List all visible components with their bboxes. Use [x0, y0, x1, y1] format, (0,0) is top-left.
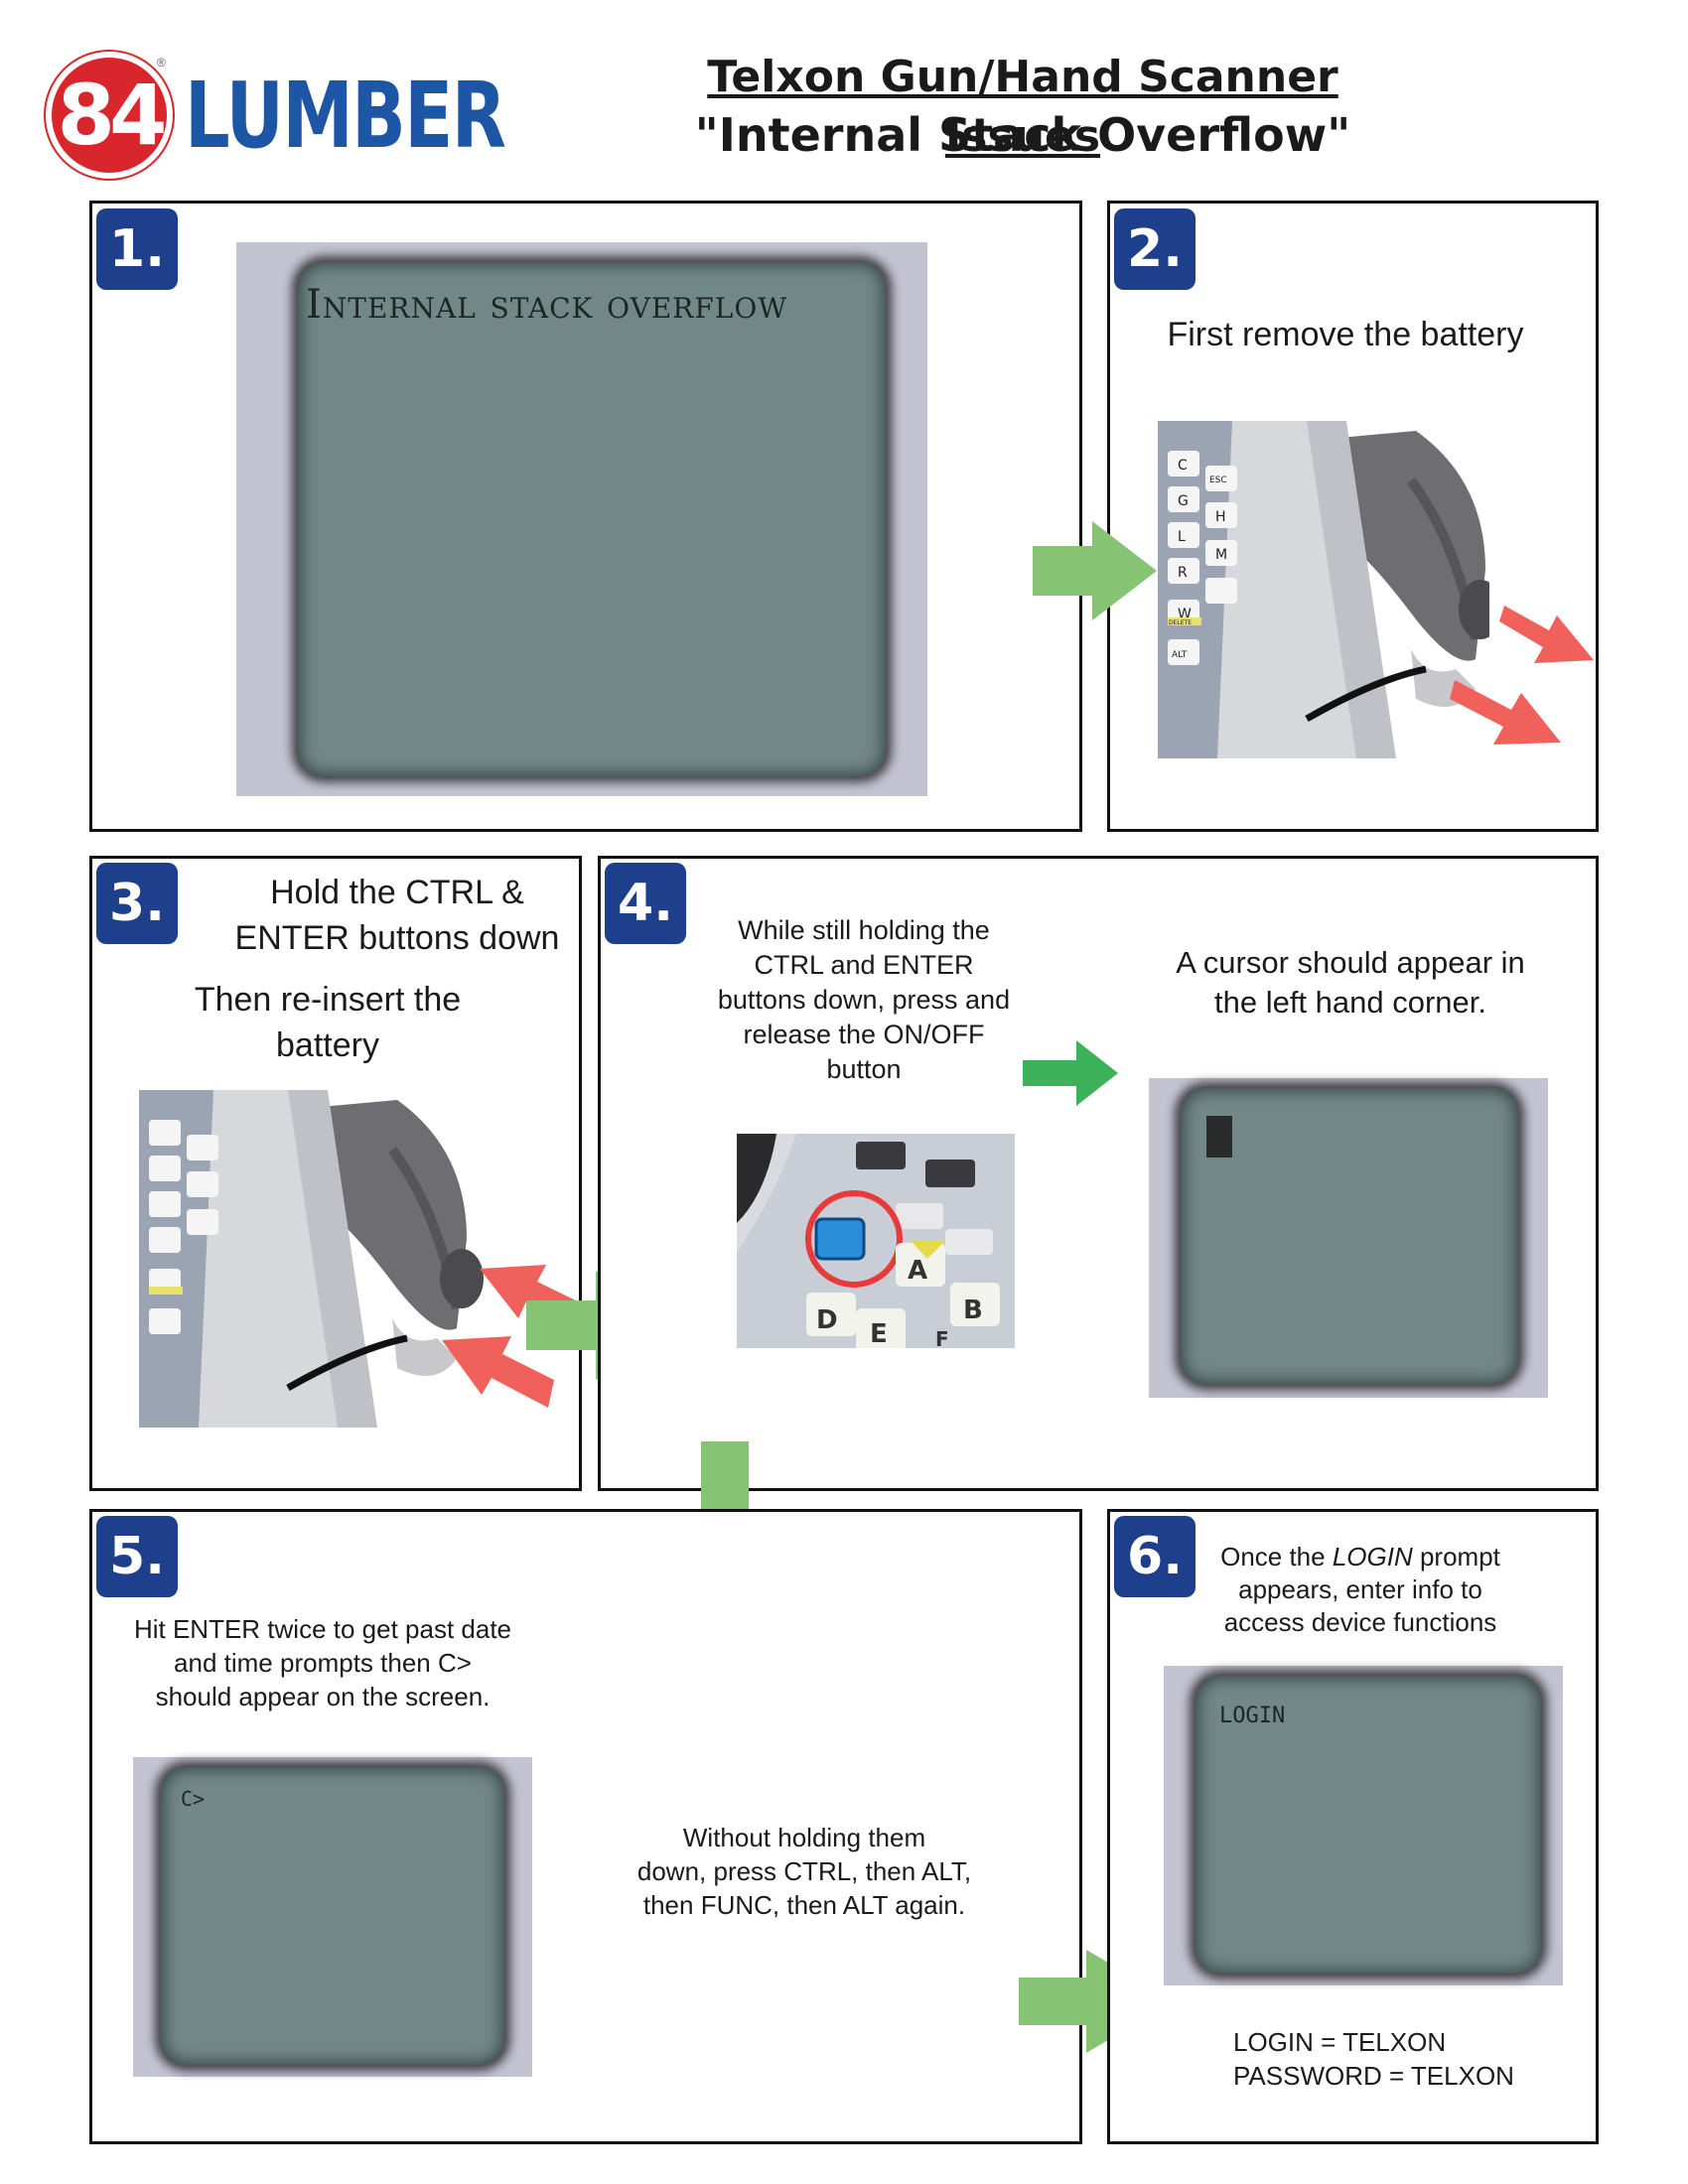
step-2-keypad: C G L R W ESC H M DELETE ALT	[1168, 451, 1237, 665]
step-3-badge: 3.	[96, 863, 178, 944]
credentials: LOGIN = TELXON PASSWORD = TELXON	[1233, 2025, 1561, 2093]
step-3-instruction-line-2: ENTER buttons down	[234, 919, 560, 957]
step-4-instruction-line: While still holding the	[738, 915, 990, 945]
step-1-screen-text: Internal stack overflow	[306, 282, 788, 328]
key-label: R	[1178, 565, 1188, 581]
step-6-screen-text: LOGIN	[1219, 1704, 1286, 1728]
step-4-instruction-line: CTRL and ENTER	[754, 950, 974, 980]
logo-registered-mark: ®	[157, 56, 166, 69]
arrow-up-left-icon	[442, 1336, 554, 1408]
step-5-instruction: Hit ENTER twice to get past date and tim…	[129, 1612, 516, 1713]
step-6-screen-photo: LOGIN	[1164, 1666, 1563, 1985]
key-label: E	[870, 1319, 888, 1348]
step-5-next-instruction: Without holding them down, press CTRL, t…	[616, 1821, 993, 1922]
step-4-result-text: A cursor should appear in the left hand …	[1142, 943, 1559, 1023]
key-label: F	[935, 1327, 949, 1348]
step-1-screen-photo: Internal stack overflow	[236, 242, 927, 796]
step-6-instruction-line-1: Once the LOGIN prompt	[1220, 1542, 1500, 1571]
step-2-instruction: First remove the battery	[1167, 316, 1524, 353]
step-6-instruction: Once the LOGIN prompt appears, enter inf…	[1201, 1541, 1519, 1639]
step-6-instruction-line: appears, enter info to	[1238, 1574, 1482, 1604]
step-2-device-photo: C G L R W ESC H M DELETE ALT	[1158, 421, 1489, 758]
step-6-instruction-line: access device functions	[1223, 1607, 1497, 1637]
key-label: C	[1178, 458, 1188, 474]
arrow-down-right-icon	[1450, 680, 1561, 745]
step-4-instruction-line: button	[826, 1054, 902, 1084]
password-credential: PASSWORD = TELXON	[1233, 2061, 1514, 2091]
step-4-result-line: A cursor should appear in	[1176, 945, 1525, 980]
login-credential: LOGIN = TELXON	[1233, 2027, 1447, 2057]
key-label: B	[963, 1296, 983, 1325]
logo-badge: 84	[46, 52, 173, 179]
step-5-next-line: then FUNC, then ALT again.	[642, 1890, 966, 1920]
key-label: G	[1178, 493, 1189, 509]
step-5-screen-text: C>	[181, 1787, 206, 1811]
step-3-device-photo	[139, 1090, 487, 1428]
step-4-instruction-line: release the ON/OFF	[743, 1020, 985, 1049]
step-1-badge: 1.	[96, 208, 178, 290]
step-6-badge: 6.	[1114, 1516, 1196, 1597]
step-5-next-line: down, press CTRL, then ALT,	[636, 1856, 972, 1886]
step-3-instruction-line-1: Hold the CTRL &	[270, 874, 524, 911]
step-5-screen-photo: C>	[133, 1757, 532, 2077]
page-title: Telxon Gun/Hand Scanner Issues	[707, 52, 1338, 162]
step-2-badge: 2.	[1114, 208, 1196, 290]
login-emphasis: LOGIN	[1332, 1542, 1413, 1571]
key-label: M	[1215, 547, 1227, 563]
key-label: L	[1178, 529, 1186, 545]
step-4-keypad-photo: A B D E F	[737, 1134, 1015, 1348]
arrow-right-icon	[1019, 1950, 1174, 2053]
cursor-block	[1206, 1116, 1232, 1158]
logo-wordmark: LUMBER	[185, 63, 506, 169]
step-4-instruction: While still holding the CTRL and ENTER b…	[695, 913, 1033, 1087]
step-3-instruction-line-3: Then re-insert the	[194, 981, 462, 1019]
step-5-instruction-line: should appear on the screen.	[155, 1682, 491, 1711]
step-5-instruction-line: Hit ENTER twice to get past date	[133, 1614, 512, 1644]
step-4-instruction-line: buttons down, press and	[717, 985, 1011, 1015]
arrow-down-right-icon	[1499, 606, 1594, 663]
step-6-screen	[1196, 1676, 1541, 1974]
step-4-badge: 4.	[605, 863, 686, 944]
key-label: ESC	[1209, 476, 1227, 485]
key-label: H	[1215, 509, 1226, 525]
arrow-right-icon	[1023, 1040, 1118, 1106]
step-4-result-line: the left hand corner.	[1213, 985, 1487, 1020]
step-5-instruction-line: and time prompts then C>	[174, 1648, 472, 1678]
step-4-screen	[1181, 1088, 1518, 1384]
key-label: ALT	[1172, 650, 1188, 660]
step-5-badge: 5.	[96, 1516, 178, 1597]
step-5-screen	[161, 1767, 504, 2065]
step-4-screen-photo	[1149, 1078, 1548, 1398]
step-1-screen	[298, 262, 886, 776]
key-label: D	[816, 1305, 838, 1335]
arrow-right-icon	[1033, 521, 1157, 620]
step-3-instruction-line-4: battery	[276, 1026, 379, 1064]
step-5-next-line: Without holding them	[682, 1823, 926, 1852]
key-label: A	[908, 1256, 927, 1286]
key-label: DELETE	[1169, 619, 1192, 626]
logo-number: 84	[57, 67, 168, 164]
page-subtitle: "Internal Stack Overflow"	[694, 108, 1351, 162]
